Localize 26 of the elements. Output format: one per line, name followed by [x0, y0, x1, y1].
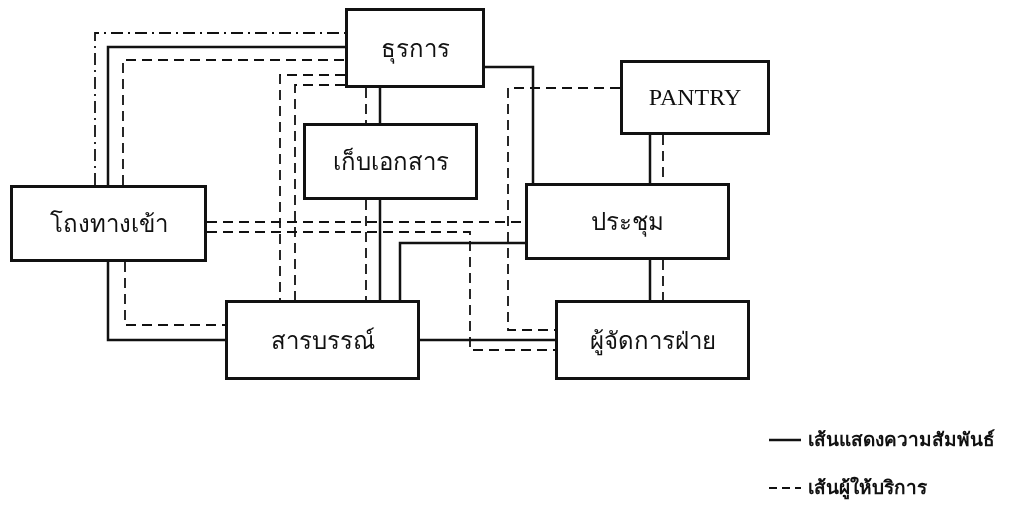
connector-line	[365, 87, 367, 124]
connector-line	[294, 84, 346, 301]
room-box: เก็บเอกสาร	[303, 123, 478, 200]
room-box: ประชุม	[525, 183, 730, 260]
room-box: ธุรการ	[345, 8, 485, 88]
connector-line	[279, 74, 346, 301]
connector-line	[420, 338, 555, 342]
connector-line	[662, 259, 664, 301]
room-box: โถงทางเข้า	[10, 185, 207, 262]
connector-line	[485, 65, 535, 183]
room-box: PANTRY	[620, 60, 770, 135]
connector-line	[378, 200, 382, 300]
legend-text: เส้นแสดงความสัมพันธ์	[808, 427, 995, 452]
connector-line	[365, 199, 367, 301]
legend-text: เส้นผู้ให้บริการ	[808, 475, 927, 502]
connector-line	[507, 87, 621, 331]
connector-line	[106, 262, 225, 342]
connector-line	[124, 261, 226, 326]
connector-line	[398, 241, 525, 300]
connector-line	[648, 135, 652, 183]
room-box: สารบรรณ์	[225, 300, 420, 380]
connector-line	[206, 231, 556, 351]
connector-line	[122, 59, 346, 186]
connector-line	[648, 260, 652, 300]
room-box: ผู้จัดการฝ่าย	[555, 300, 750, 380]
connector-line	[378, 88, 382, 123]
